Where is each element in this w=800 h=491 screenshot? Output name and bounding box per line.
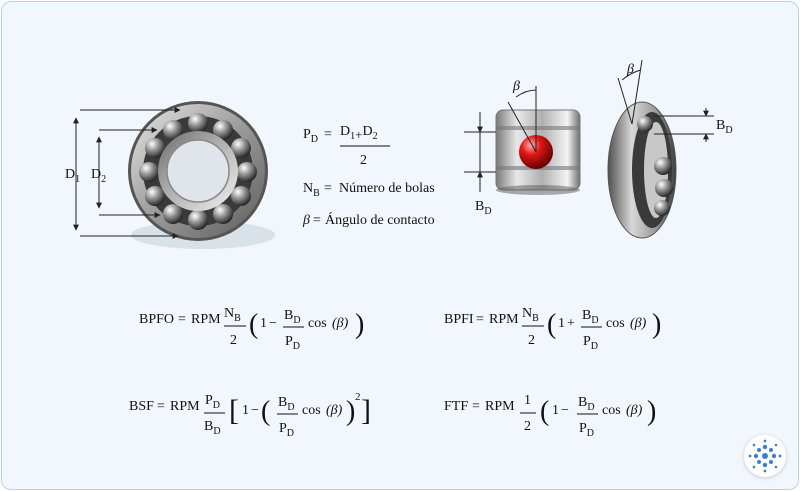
dot-cluster-logo-icon: [748, 439, 782, 473]
pd-definition: PD = D1+D2 2: [303, 124, 390, 168]
svg-text:FTF: FTF: [444, 399, 468, 414]
svg-text:=: =: [476, 312, 484, 327]
svg-text:β: β: [302, 213, 310, 228]
logo-badge[interactable]: [744, 435, 786, 477]
svg-text:2: 2: [355, 391, 361, 403]
svg-text:): ): [652, 309, 661, 340]
svg-text:2: 2: [528, 333, 535, 348]
formula-bsf: BSF = RPM PD BD [ 1 − ( BD PD cos (β) ) …: [129, 391, 371, 439]
svg-text:PD: PD: [579, 421, 594, 439]
nb-definition: NB = Número de bolas: [303, 181, 435, 199]
svg-text:BD: BD: [284, 308, 301, 326]
formula-ftf: FTF = RPM 1 2 ( 1 − BD PD cos (β) ): [444, 393, 656, 439]
svg-text:=: =: [324, 181, 332, 196]
svg-text:]: ]: [361, 394, 371, 427]
svg-text:cos: cos: [602, 403, 621, 418]
svg-text:2: 2: [524, 419, 531, 434]
svg-text:(: (: [249, 309, 258, 340]
svg-text:cos: cos: [302, 403, 321, 418]
svg-text:Número de bolas: Número de bolas: [339, 181, 435, 196]
formula-bpfi: BPFI = RPM NB 2 ( 1 + BD PD cos (β) ): [444, 306, 661, 352]
dimension-d1: D1: [65, 107, 181, 239]
svg-text:RPM: RPM: [170, 399, 200, 414]
svg-text:(: (: [547, 309, 556, 340]
svg-text:Ángulo de contacto: Ángulo de contacto: [325, 211, 435, 228]
svg-text:): ): [346, 396, 355, 427]
svg-text:RPM: RPM: [489, 312, 519, 327]
svg-text:=: =: [157, 399, 165, 414]
svg-text:): ): [355, 309, 364, 340]
svg-text:1: 1: [260, 316, 267, 331]
bearing-side-view: β BD: [607, 59, 733, 239]
svg-text:PD: PD: [279, 421, 294, 439]
svg-text:1: 1: [524, 393, 531, 408]
svg-text:BD: BD: [578, 395, 595, 413]
d2-label: D2: [91, 167, 106, 185]
svg-text:D1+D2: D1+D2: [340, 124, 378, 142]
svg-text:−: −: [269, 316, 277, 331]
svg-text:=: =: [178, 312, 186, 327]
svg-text:(β): (β): [626, 403, 643, 418]
bearing-balls: [139, 113, 257, 230]
svg-text:cos: cos: [606, 316, 625, 331]
svg-text:=: =: [313, 213, 321, 228]
svg-text:BPFO: BPFO: [139, 312, 174, 327]
svg-text:BD: BD: [204, 419, 221, 437]
svg-text:NB: NB: [224, 306, 241, 324]
formula-bpfo: BPFO = RPM NB 2 ( 1 − BD PD cos (β) ): [139, 306, 364, 352]
svg-text:−: −: [561, 403, 569, 418]
svg-text:BD: BD: [582, 308, 599, 326]
bearing-front-view: [128, 101, 275, 249]
dimension-d2: D2: [91, 127, 161, 218]
beta-definition: β = Ángulo de contacto: [302, 211, 435, 228]
svg-text:1: 1: [552, 403, 559, 418]
svg-text:−: −: [251, 403, 259, 418]
svg-text:(β): (β): [630, 316, 647, 331]
svg-text:BD: BD: [278, 395, 295, 413]
svg-text:1: 1: [558, 316, 565, 331]
bearing-section-view: β BD: [464, 79, 581, 217]
svg-text:PD: PD: [583, 334, 598, 352]
svg-text:2: 2: [360, 153, 367, 168]
svg-text:PD: PD: [205, 393, 220, 411]
svg-text:(β): (β): [332, 316, 349, 331]
svg-text:=: =: [324, 127, 332, 142]
bd-label-section: BD: [475, 199, 492, 217]
svg-text:+: +: [567, 316, 575, 331]
svg-text:): ): [647, 396, 656, 427]
svg-text:(β): (β): [326, 403, 343, 418]
d1-label: D1: [65, 167, 80, 185]
beta-label-side: β: [626, 62, 634, 77]
svg-text:2: 2: [230, 333, 237, 348]
svg-text:RPM: RPM: [191, 312, 221, 327]
svg-text:[: [: [229, 394, 239, 427]
bd-label-side: BD: [716, 118, 733, 136]
svg-text:BSF: BSF: [129, 399, 154, 414]
svg-text:(: (: [540, 396, 549, 427]
svg-text:BPFI: BPFI: [444, 312, 474, 327]
svg-text:PD: PD: [303, 127, 318, 145]
svg-text:cos: cos: [308, 316, 327, 331]
svg-text:PD: PD: [285, 334, 300, 352]
beta-label-section: β: [512, 79, 520, 94]
svg-text:NB: NB: [522, 306, 539, 324]
svg-text:1: 1: [242, 403, 249, 418]
svg-text:NB: NB: [303, 181, 320, 199]
svg-text:RPM: RPM: [485, 399, 515, 414]
svg-text:=: =: [472, 399, 480, 414]
svg-text:(: (: [261, 396, 270, 427]
